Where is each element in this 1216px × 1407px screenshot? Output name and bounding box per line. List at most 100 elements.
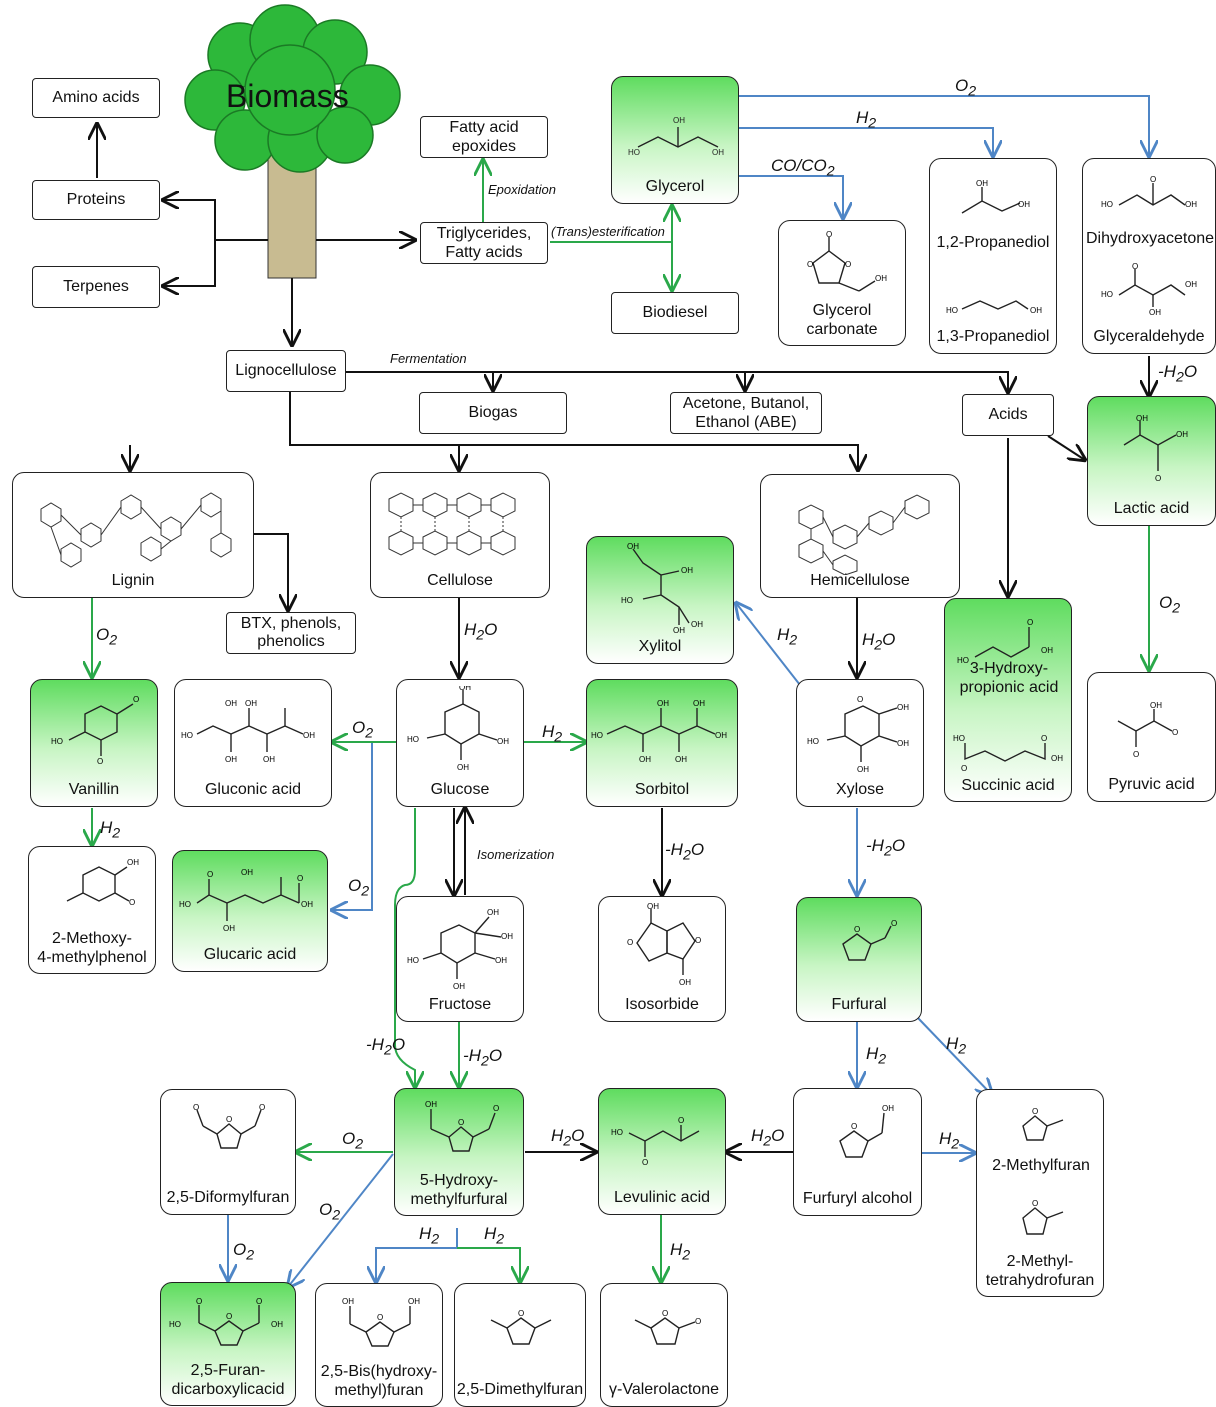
svg-text:HO: HO [953,734,965,743]
svg-text:O: O [1032,1107,1038,1116]
svg-text:OH: OH [263,755,275,764]
svg-text:OH: OH [681,566,693,575]
label-proteins: Proteins [66,191,126,208]
box-acids: Acids [962,394,1054,436]
cond-o2-fdca: O2 [319,1200,341,1224]
svg-text:O: O [133,695,139,704]
label-succinic: Succinic acid [961,777,1055,794]
svg-text:OH: OH [1150,701,1162,710]
furfural-structure-icon: OO [842,920,897,961]
svg-text:O: O [1132,263,1138,271]
label-glucaric: Glucaric acid [203,946,297,963]
label-hmf: 5-Hydroxy- methylfurfural [410,1172,508,1208]
cond-h2-methylfuran: H2 [946,1034,967,1058]
label-glucose: Glucose [430,781,490,798]
svg-text:OH: OH [897,739,909,748]
svg-text:OH: OH [408,1297,420,1306]
svg-text:OH: OH [1051,754,1063,763]
svg-text:O: O [1133,750,1139,759]
label-btx: BTX, phenols, phenolics [240,615,342,650]
svg-text:O: O [678,1116,684,1125]
svg-text:OH: OH [495,956,507,965]
svg-text:OH: OH [875,274,887,283]
svg-text:OH: OH [715,731,727,740]
label-fdca: 2,5-Furan- dicarboxylicacid [171,1362,285,1398]
label-cellulose: Cellulose [427,572,493,589]
svg-text:O: O [854,925,860,934]
label-dihydroxyacetone: Dihydroxyacetone [1085,230,1215,247]
label-acids: Acids [988,406,1028,423]
tree-icon [184,4,401,279]
gvl-structure-icon: OO [634,1309,701,1345]
svg-text:HO: HO [407,735,419,744]
cond-epoxidation: Epoxidation [488,182,556,197]
label-sorbitol: Sorbitol [634,781,690,798]
svg-text:O: O [961,764,967,773]
svg-text:O: O [297,874,303,883]
label-lignin: Lignin [111,572,155,589]
svg-text:OH: OH [712,148,724,157]
svg-text:OH: OH [459,686,471,692]
svg-text:O: O [193,1103,199,1112]
box-amino-acids: Amino acids [32,78,160,118]
label-abe: Acetone, Butanol, Ethanol (ABE) [682,395,810,431]
label-fatty-acid-epoxides: Fatty acid epoxides [449,119,519,155]
lignin-structure-icon [40,492,232,568]
svg-text:OH: OH [225,755,237,764]
svg-text:O: O [1155,474,1161,483]
label-biodiesel: Biodiesel [642,304,708,321]
cond-minus-h2o-lactic: -H2O [1158,362,1198,386]
svg-text:O: O [207,870,213,879]
label-levulinic: Levulinic acid [613,1189,711,1206]
box-methylfurans: O 2-Methylfuran O 2-Methyl- tetrahydrofu… [976,1089,1104,1297]
svg-text:O: O [826,230,832,239]
svg-text:OH: OH [1185,200,1197,209]
svg-text:OH: OH [457,763,469,772]
svg-text:O: O [226,1312,232,1321]
label-gluconic: Gluconic acid [204,781,302,798]
svg-text:O: O [695,936,701,945]
svg-text:O: O [196,1297,202,1306]
box-terpenes: Terpenes [32,266,160,308]
svg-text:O: O [129,898,135,907]
cond-o2-glucaric: O2 [348,876,370,900]
svg-text:OH: OH [673,116,685,125]
svg-text:HO: HO [51,737,63,746]
cond-h2-propanediol: H2 [856,108,877,132]
svg-text:HO: HO [628,148,640,157]
svg-text:O: O [493,1104,499,1113]
svg-text:OH: OH [127,858,139,867]
label-methylfuran: 2-Methylfuran [992,1157,1090,1174]
svg-text:O: O [695,1317,701,1326]
box-hemicellulose: Hemicellulose [760,474,960,598]
cond-o2-vanillin: O2 [96,625,118,649]
svg-text:O: O [807,260,813,269]
svg-text:OH: OH [425,1100,437,1109]
label-bhmf: 2,5-Bis(hydroxy- methyl)furan [320,1363,438,1399]
label-gvl: γ-Valerolactone [609,1381,719,1398]
cond-o2-dff: O2 [342,1129,364,1153]
svg-text:OH: OH [647,902,659,911]
